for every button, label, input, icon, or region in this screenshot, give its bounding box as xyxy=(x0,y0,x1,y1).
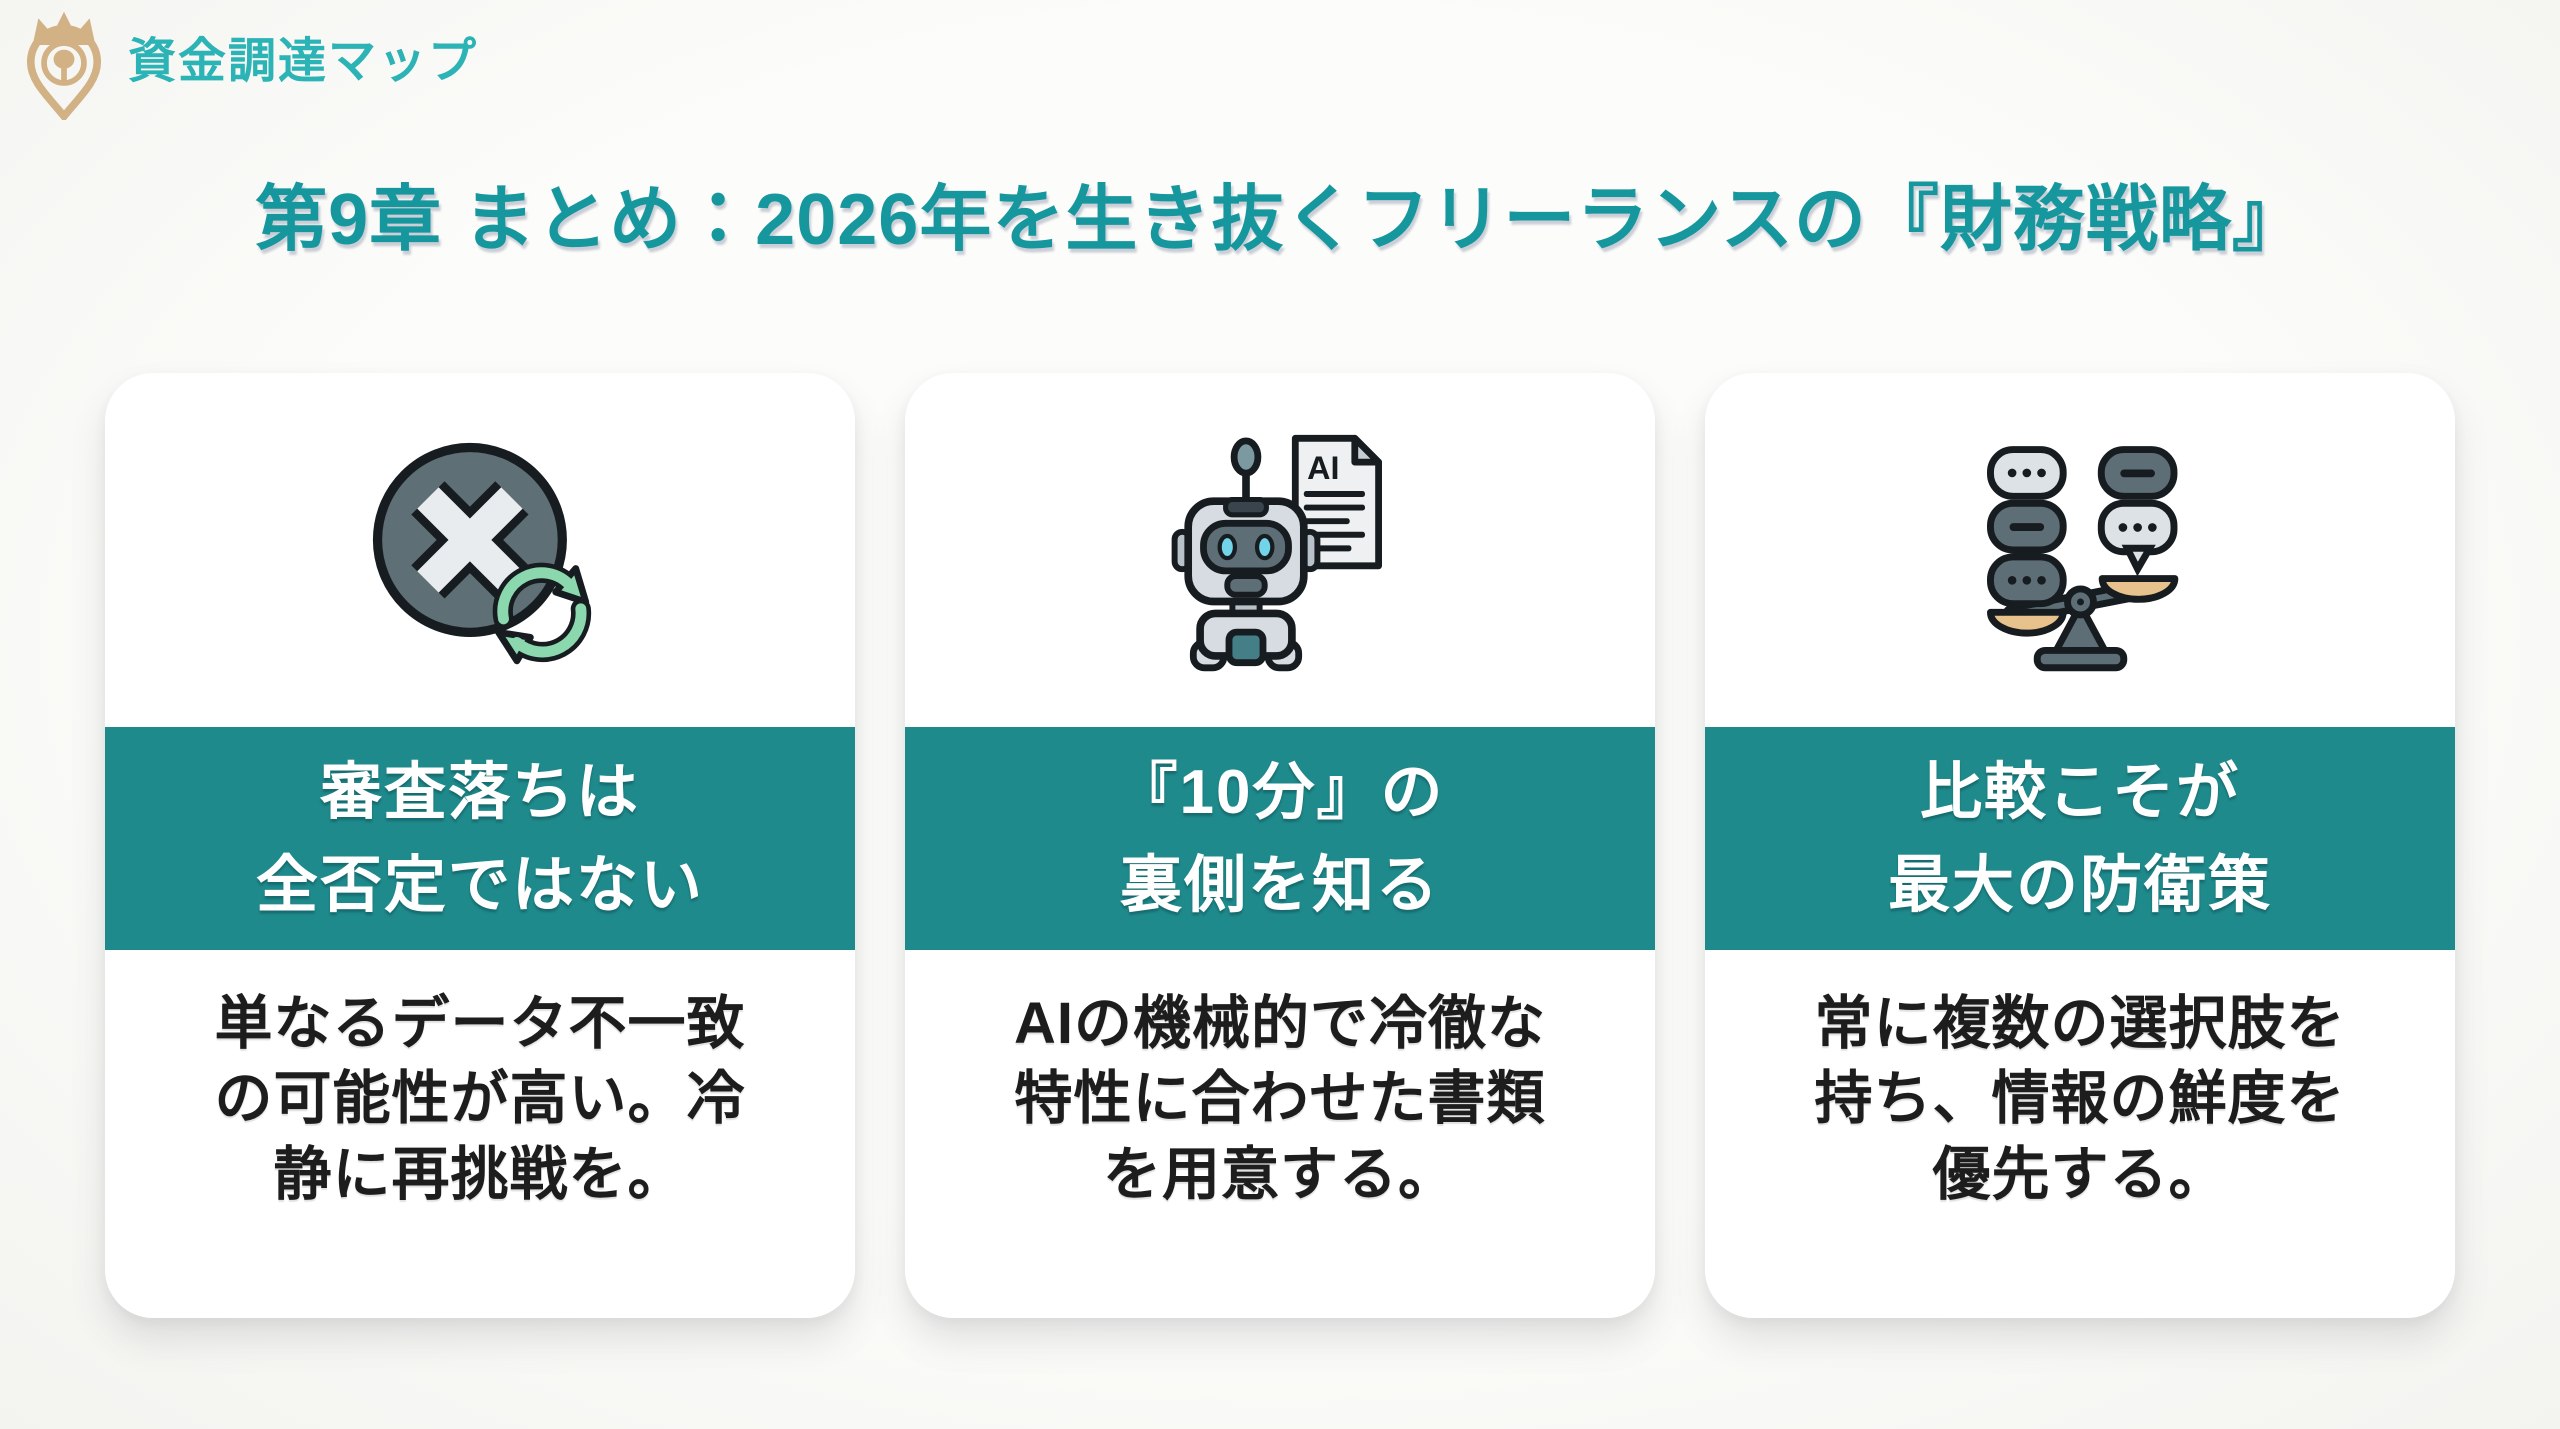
card-banner: 審査落ちは 全否定ではない xyxy=(105,727,855,950)
page-title: 第9章 まとめ：2026年を生き抜くフリーランスの『財務戦略』 xyxy=(255,180,2305,260)
card-icon-zone xyxy=(105,373,855,727)
summary-cards: 審査落ちは 全否定ではない 単なるデータ不一致 の可能性が高い。冷 静に再挑戦を… xyxy=(105,373,2455,1318)
body-line: 常に複数の選択肢を xyxy=(1814,991,2346,1056)
body-line: AIの機械的で冷徹な xyxy=(1013,991,1546,1056)
card-body-text: 単なるデータ不一致 の可能性が高い。冷 静に再挑戦を。 xyxy=(105,950,855,1318)
rejection-retry-icon xyxy=(372,442,592,665)
banner-line: 全否定ではない xyxy=(255,850,704,920)
card-body-text: 常に複数の選択肢を 持ち、情報の鮮度を 優先する。 xyxy=(1705,950,2455,1318)
body-line: 特性に合わせた書類 xyxy=(1014,1066,1546,1132)
body-line: 優先する。 xyxy=(1932,1141,2228,1207)
ai-label: AI xyxy=(1307,450,1339,486)
ai-robot-document-icon: AI xyxy=(1171,434,1382,671)
refresh-arrows xyxy=(492,562,592,665)
card-ai-screening: AI xyxy=(905,373,1655,1318)
card-comparison: 比較こそが 最大の防衛策 常に複数の選択肢を 持ち、情報の鮮度を 優先する。 xyxy=(1705,373,2455,1318)
brand-name: 資金調達マップ xyxy=(128,35,479,88)
body-line: を用意する。 xyxy=(1102,1141,1457,1207)
brand-header: 資金調達マップ xyxy=(16,6,478,120)
scale-stand xyxy=(1986,575,2178,672)
card-icon-zone: AI xyxy=(905,373,1655,727)
body-line: の可能性が高い。冷 xyxy=(214,1066,746,1132)
pin-outline xyxy=(26,25,102,120)
body-line: 単なるデータ不一致 xyxy=(214,991,746,1056)
balance-scale-comparison-icon xyxy=(1986,446,2178,672)
banner-line: 裏側を知る xyxy=(1119,850,1440,920)
card-banner: 比較こそが 最大の防衛策 xyxy=(1705,727,2455,950)
robot xyxy=(1171,436,1321,671)
body-line: 静に再挑戦を。 xyxy=(273,1141,687,1207)
card-banner: 『10分』の 裏側を知る xyxy=(905,727,1655,950)
crown-map-pin-icon xyxy=(26,11,102,120)
banner-line: 最大の防衛策 xyxy=(1887,850,2272,920)
banner-line: 審査落ちは xyxy=(319,757,640,827)
card-rejection: 審査落ちは 全否定ではない 単なるデータ不一致 の可能性が高い。冷 静に再挑戦を… xyxy=(105,373,855,1318)
card-icon-zone xyxy=(1705,373,2455,727)
card-body-text: AIの機械的で冷徹な 特性に合わせた書類 を用意する。 xyxy=(905,950,1655,1318)
banner-line: 比較こそが xyxy=(1919,757,2240,827)
body-line: 持ち、情報の鮮度を xyxy=(1814,1066,2346,1132)
banner-line: 『10分』の xyxy=(1115,757,1445,827)
